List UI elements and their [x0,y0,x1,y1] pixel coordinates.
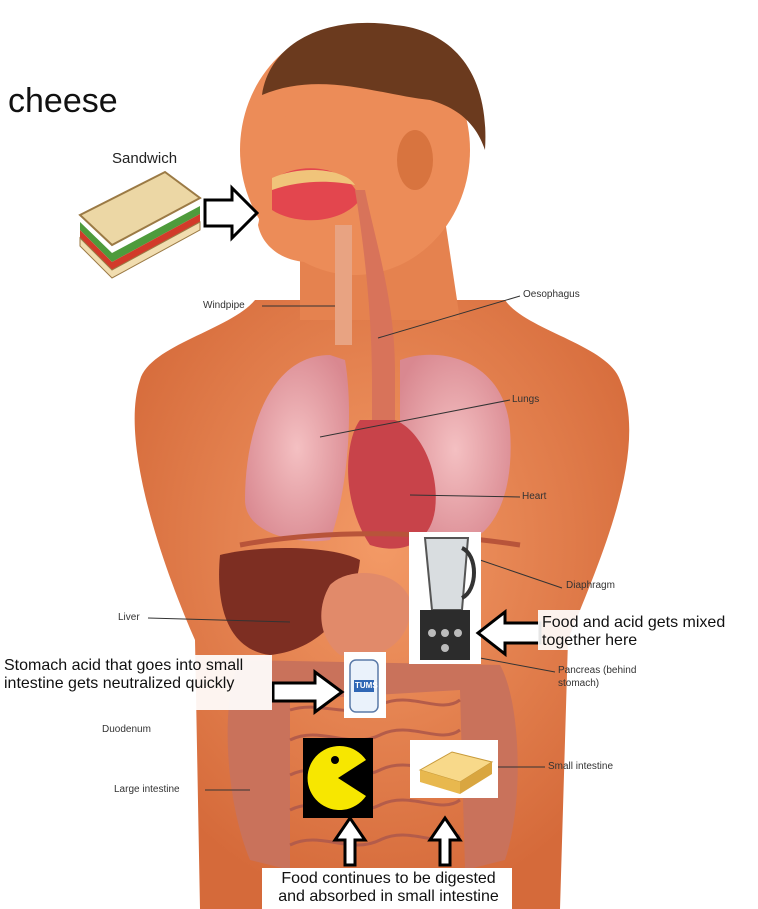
cheese-illustration [410,740,498,798]
note-stomach-acid: Stomach acid that goes into small intest… [4,657,272,693]
label-duodenum: Duodenum [102,724,151,735]
page-title: cheese [8,82,118,121]
label-pancreas: Pancreas (behind stomach) [558,664,668,690]
label-lungs: Lungs [512,394,539,405]
note-digest: Food continues to be digested and absorb… [266,870,511,906]
label-small-intestine: Small intestine [548,761,613,772]
label-oesophagus: Oesophagus [523,289,580,300]
label-large-intestine: Large intestine [114,784,180,795]
label-liver: Liver [118,612,140,623]
pacman-illustration [303,738,373,818]
windpipe [335,225,352,345]
note-blender: Food and acid gets mixed together here [542,614,752,650]
label-heart: Heart [522,491,546,502]
sandwich-label: Sandwich [112,150,177,167]
blender-illustration [409,532,481,664]
tums-label: TUMS [355,681,378,690]
sandwich-illustration [80,172,200,278]
label-windpipe: Windpipe [203,300,245,311]
ear [397,130,433,190]
label-diaphragm: Diaphragm [566,580,615,591]
